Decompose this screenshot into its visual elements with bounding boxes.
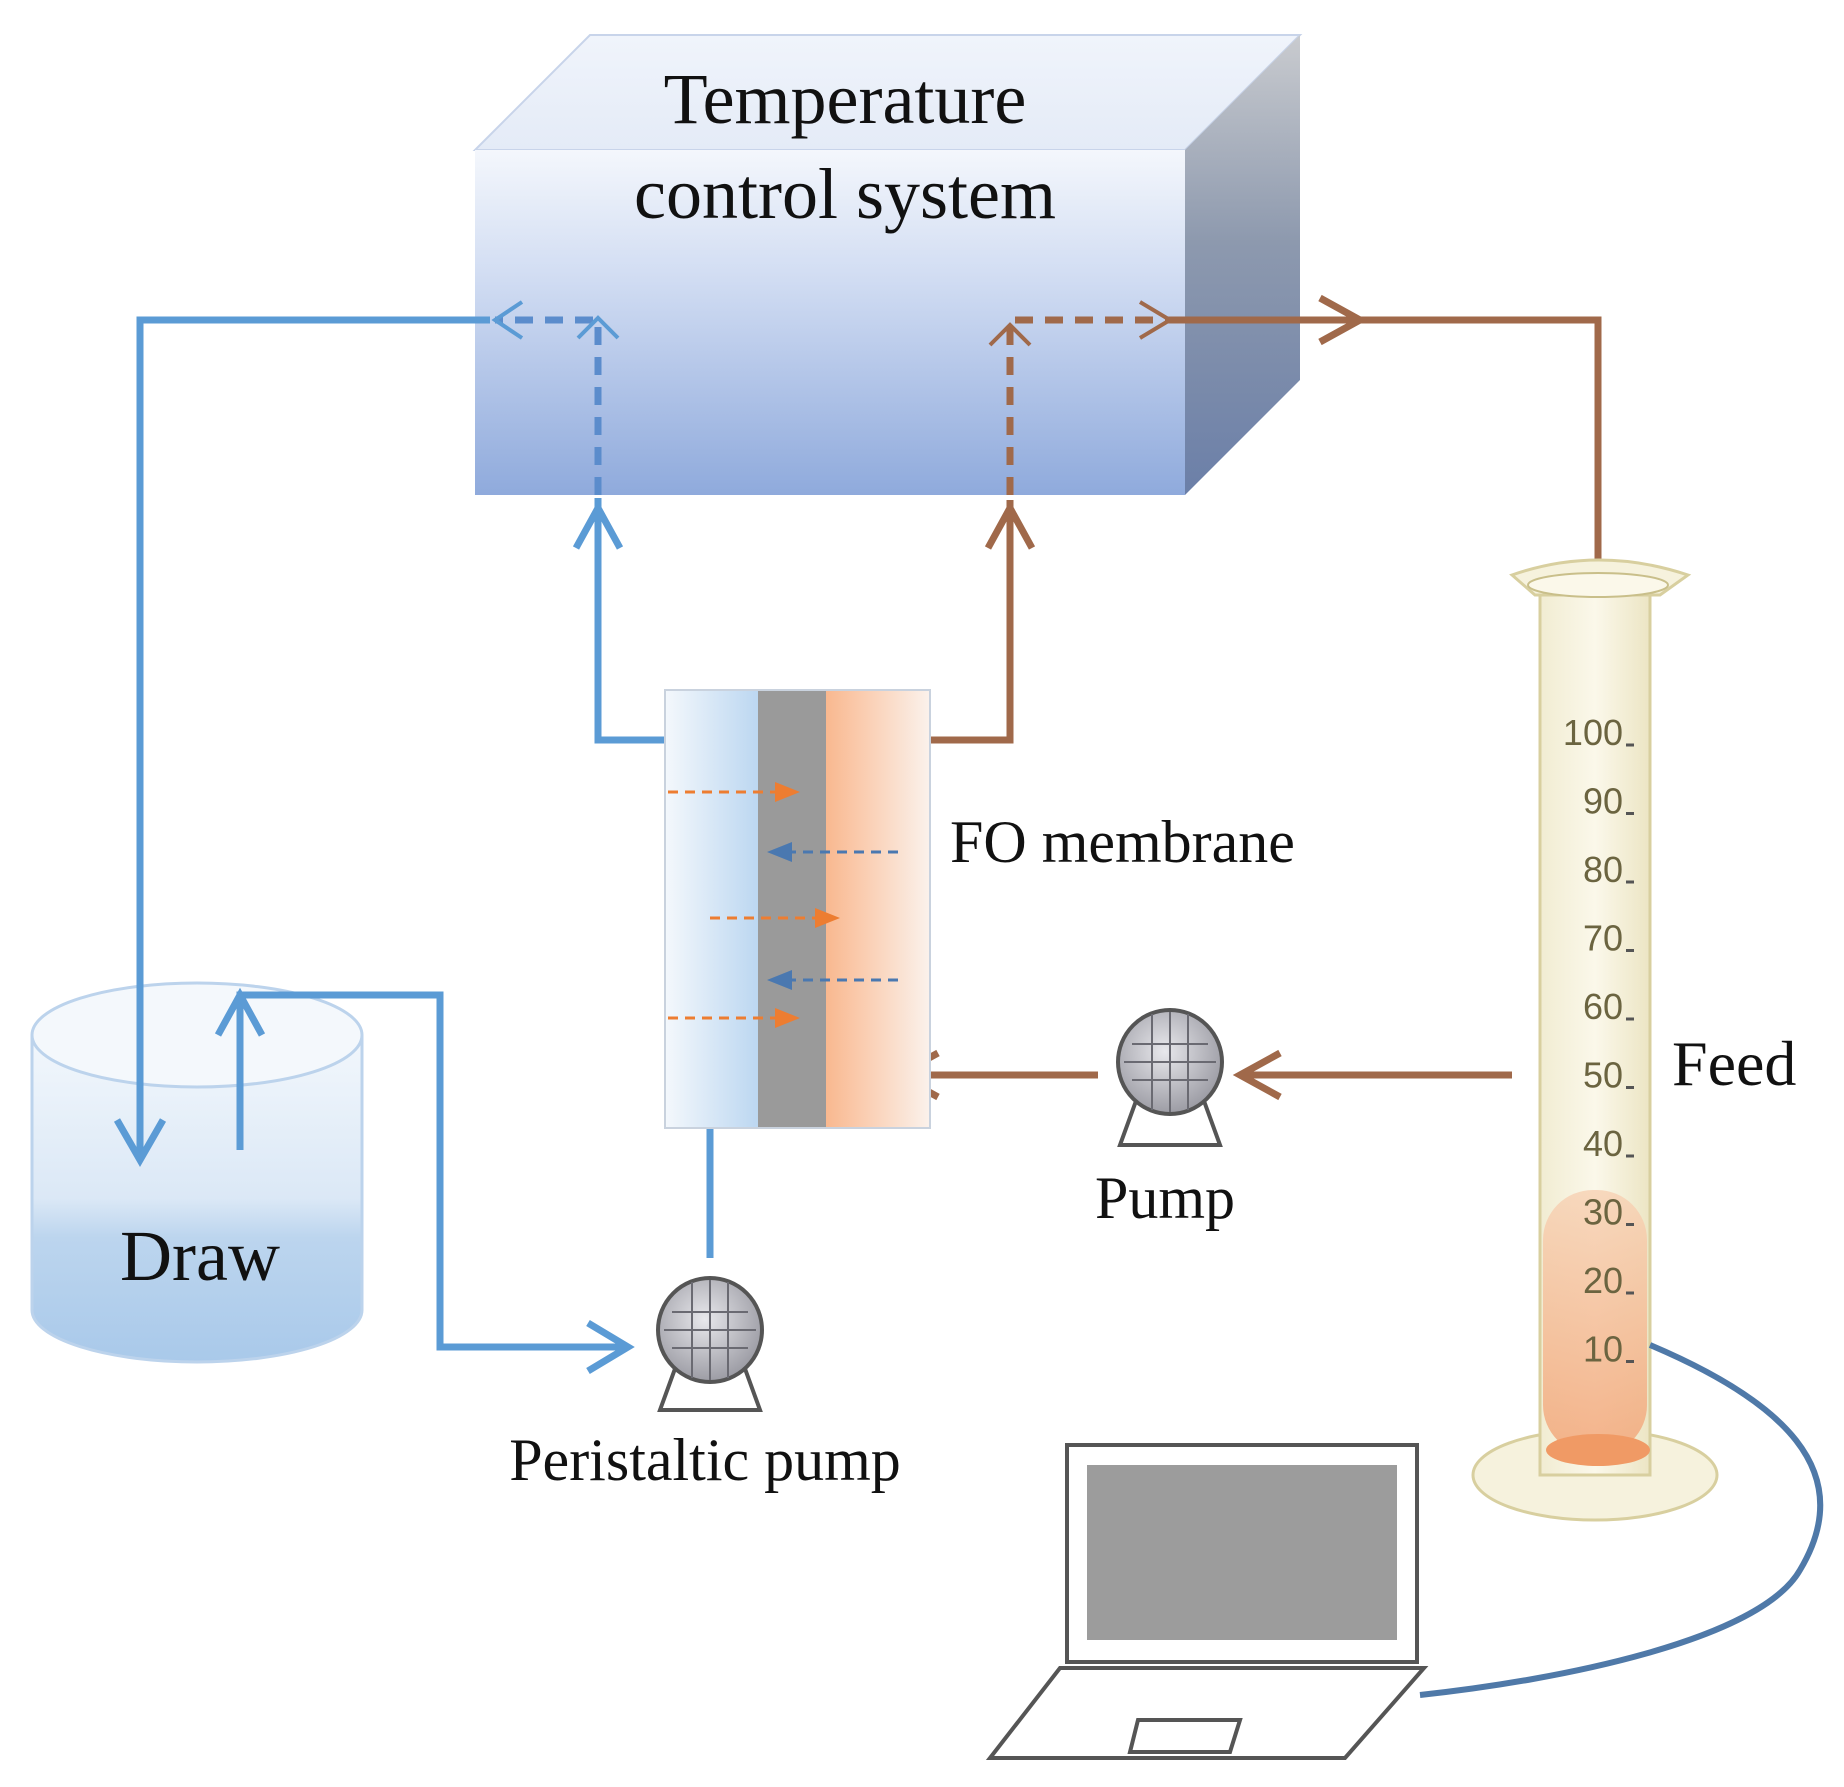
draw-return-pipe: [136, 316, 490, 1160]
draw-flow-lines: [113, 300, 736, 1375]
cylinder-tick-label: 60: [1583, 986, 1623, 1027]
cylinder-tick-label: 70: [1583, 918, 1623, 959]
cylinder-ticks: 100 90 80 70 60 50 40 30 20 10: [1563, 712, 1634, 1370]
cylinder-tick-label: 30: [1583, 1192, 1623, 1233]
fo-membrane-label: FO membrane: [950, 809, 1295, 875]
draw-supply-pipe: [236, 991, 628, 1351]
pump-inlet-arrow: [586, 1319, 635, 1375]
feed-right-arrow: [1318, 294, 1368, 346]
feed-label: Feed: [1672, 1028, 1796, 1099]
draw-internal-path: [495, 316, 602, 495]
cylinder-tick-label: 10: [1583, 1329, 1623, 1370]
temperature-label-line2: control system: [634, 154, 1056, 234]
feed-internal-path: [1006, 316, 1170, 495]
temperature-label-line1: Temperature: [664, 59, 1027, 139]
feed-box-inlet-arrow: [984, 500, 1036, 550]
laptop-icon: [985, 1443, 1429, 1760]
graduated-cylinder: 100 90 80 70 60 50 40 30 20 10: [1471, 558, 1719, 1522]
draw-beaker: Draw: [30, 981, 364, 1364]
pump-inlet-arrow-feed: [1232, 1049, 1282, 1101]
laptop-touchpad: [1127, 1718, 1243, 1754]
laptop-screen: [1087, 1465, 1397, 1640]
cylinder-tick-label: 90: [1583, 781, 1623, 822]
cylinder-tick-label: 100: [1563, 712, 1623, 753]
cell-to-box-pipe: [594, 498, 665, 744]
feed-flow-lines: [890, 294, 1624, 1101]
pump-label: Pump: [1095, 1165, 1235, 1231]
data-cable: [1419, 1342, 1824, 1698]
draw-down-arrow: [113, 1118, 167, 1168]
cylinder-tick-label: 40: [1583, 1123, 1623, 1164]
draw-up-arrow: [214, 987, 266, 1037]
cylinder-tick-label: 50: [1583, 1055, 1623, 1096]
peristaltic-pump-label: Peristaltic pump: [509, 1427, 901, 1493]
peristaltic-pump: Peristaltic pump: [509, 1276, 901, 1493]
cell-to-box-feed-pipe: [928, 500, 1014, 744]
membrane-layer: [758, 690, 826, 1128]
box-inlet-arrow: [572, 500, 624, 550]
feed-liquid: [1543, 1190, 1647, 1455]
temperature-control-box: Temperature control system: [472, 34, 1303, 495]
draw-label: Draw: [120, 1216, 280, 1296]
feed-pump: Pump: [1095, 1008, 1235, 1231]
fo-membrane-cell: [664, 689, 931, 1129]
cylinder-tick-label: 80: [1583, 849, 1623, 890]
cylinder-tick-label: 20: [1583, 1260, 1623, 1301]
